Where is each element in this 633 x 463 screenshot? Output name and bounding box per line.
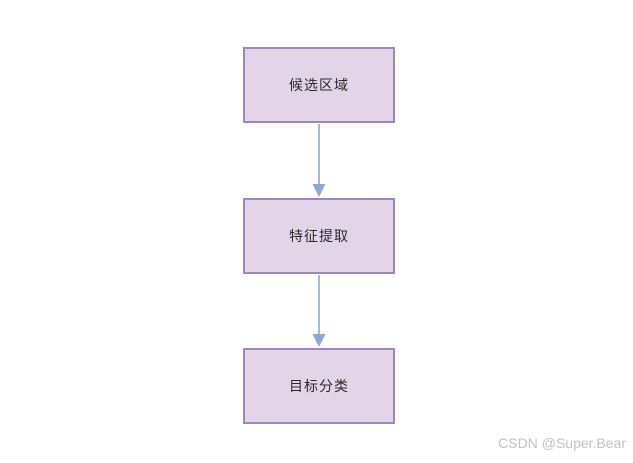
flow-node-target-classification: 目标分类 <box>243 348 395 424</box>
arrow-down-icon <box>312 124 326 197</box>
flow-node-label: 特征提取 <box>289 228 349 244</box>
arrow-down-icon <box>312 275 326 347</box>
flow-node-label: 候选区域 <box>289 77 349 93</box>
flow-node-candidate-region: 候选区域 <box>243 47 395 123</box>
flow-node-label: 目标分类 <box>289 378 349 394</box>
flow-node-feature-extraction: 特征提取 <box>243 198 395 274</box>
watermark: CSDN @Super.Bear <box>498 435 626 451</box>
